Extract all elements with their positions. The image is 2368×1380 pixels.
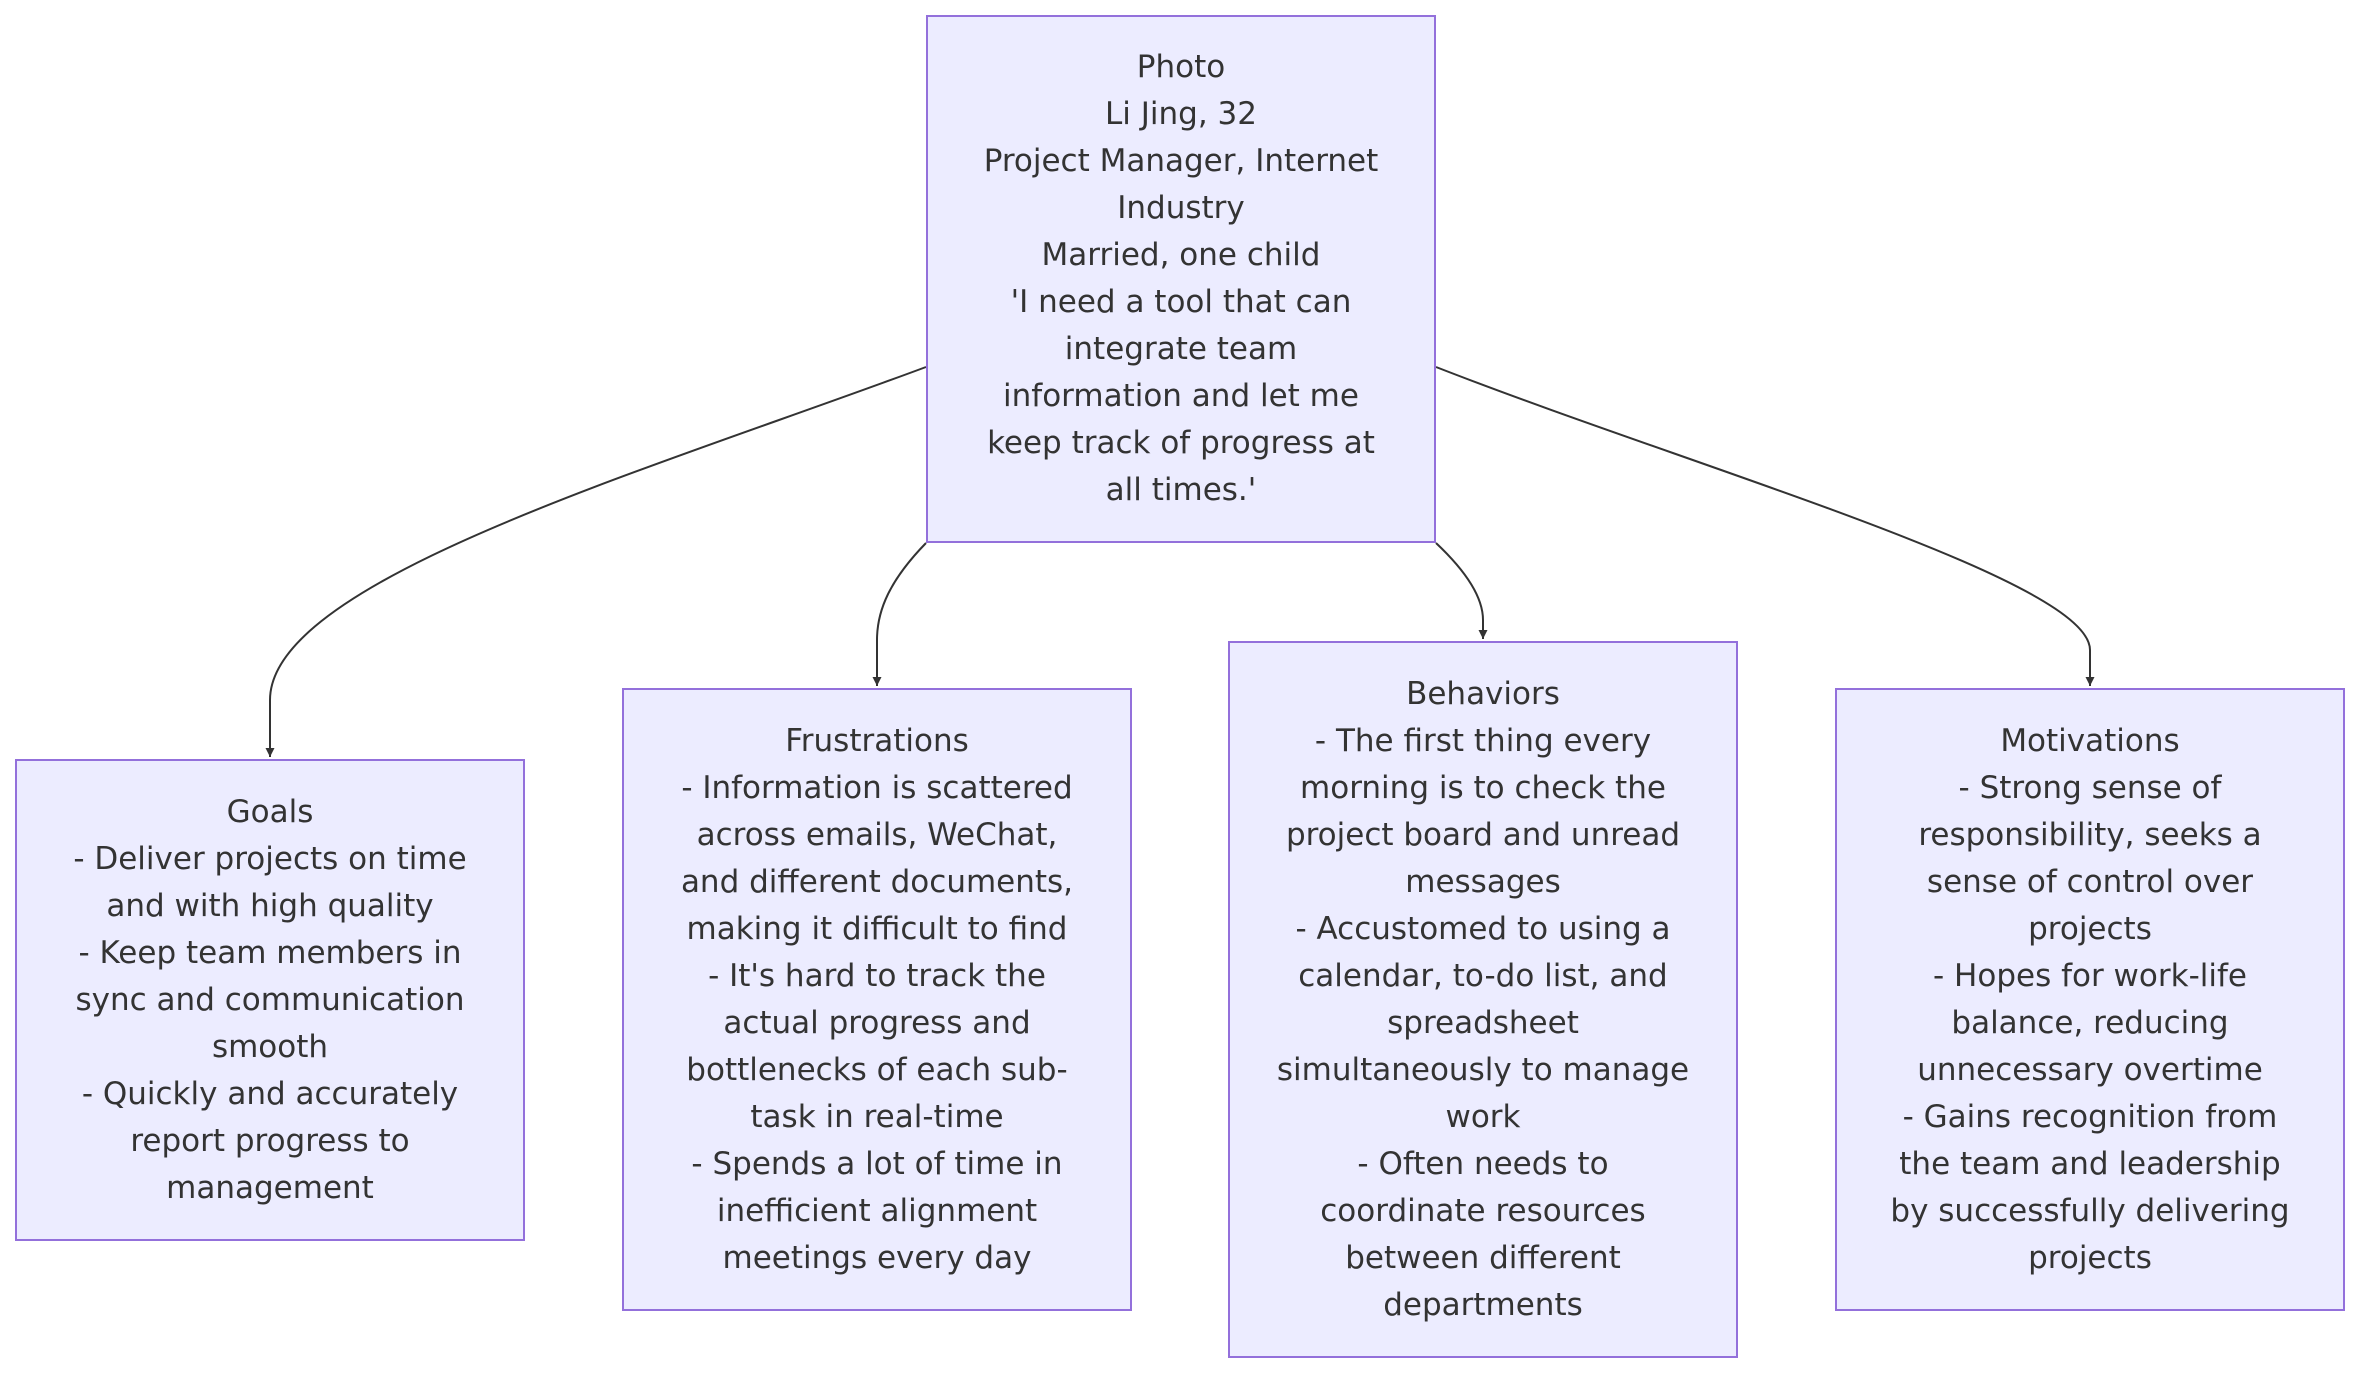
motivations-title: Motivations <box>2000 722 2180 759</box>
goals-node-text: Goals - Deliver projects on time and wit… <box>73 789 466 1212</box>
persona-quote-line: 'I need a tool that can <box>1010 284 1352 320</box>
goals-text-line: - Deliver projects on time <box>73 840 467 877</box>
goals-text-line: smooth <box>211 1028 329 1065</box>
persona-family-status: Married, one child <box>1041 237 1321 273</box>
edge-persona-to-frustrations <box>872 542 927 686</box>
motivations-node: Motivations - Strong sense of responsibi… <box>1835 688 2345 1311</box>
persona-node-text: Photo Li Jing, 32 Project Manager, Inter… <box>984 44 1379 514</box>
behaviors-text-line: calendar, to-do list, and <box>1298 957 1668 994</box>
behaviors-text-line: work <box>1445 1098 1521 1135</box>
motivations-text-line: projects <box>2028 910 2152 947</box>
motivations-text-line: sense of control over <box>1926 863 2254 900</box>
frustrations-text-line: and different documents, <box>680 863 1074 900</box>
goals-node: Goals - Deliver projects on time and wit… <box>15 759 525 1241</box>
frustrations-text-line: - Spends a lot of time in <box>691 1145 1063 1182</box>
persona-quote-line: all times.' <box>1105 472 1257 508</box>
frustrations-text-line: inefficient alignment <box>716 1192 1038 1229</box>
behaviors-node: Behaviors - The first thing every mornin… <box>1228 641 1738 1358</box>
frustrations-text-line: bottlenecks of each sub- <box>686 1051 1068 1088</box>
behaviors-text-line: - Often needs to <box>1357 1145 1609 1182</box>
frustrations-text-line: meetings every day <box>722 1239 1032 1276</box>
behaviors-text-line: departments <box>1383 1286 1583 1323</box>
behaviors-title: Behaviors <box>1406 675 1560 712</box>
frustrations-text-line: actual progress and <box>723 1004 1031 1041</box>
persona-quote-line: information and let me <box>1003 378 1359 414</box>
behaviors-text-line: between different <box>1345 1239 1621 1276</box>
frustrations-text-line: making it difficult to find <box>686 910 1068 947</box>
persona-quote-line: keep track of progress at <box>987 425 1375 461</box>
behaviors-text-line: morning is to check the <box>1300 769 1666 806</box>
frustrations-node-text: Frustrations - Information is scattered … <box>681 718 1073 1282</box>
frustrations-text-line: across emails, WeChat, <box>696 816 1058 853</box>
goals-text-line: and with high quality <box>106 887 434 924</box>
behaviors-text-line: coordinate resources <box>1320 1192 1646 1229</box>
persona-photo-label: Photo <box>1136 49 1226 85</box>
frustrations-node: Frustrations - Information is scattered … <box>622 688 1132 1311</box>
goals-text-line: sync and communication <box>75 981 465 1018</box>
behaviors-text-line: - Accustomed to using a <box>1295 910 1671 947</box>
edge-persona-to-motivations <box>1435 366 2095 686</box>
frustrations-text-line: task in real-time <box>750 1098 1004 1135</box>
motivations-text-line: - Gains recognition from <box>1902 1098 2278 1135</box>
persona-role-line: Project Manager, Internet <box>983 143 1379 179</box>
behaviors-node-text: Behaviors - The first thing every mornin… <box>1277 671 1689 1329</box>
motivations-node-text: Motivations - Strong sense of responsibi… <box>1890 718 2289 1282</box>
motivations-text-line: - Strong sense of <box>1958 769 2222 806</box>
goals-title: Goals <box>226 793 314 830</box>
persona-quote-line: integrate team <box>1064 331 1298 367</box>
behaviors-text-line: messages <box>1405 863 1561 900</box>
motivations-text-line: responsibility, seeks a <box>1918 816 2262 853</box>
edge-persona-to-behaviors <box>1435 542 1488 639</box>
motivations-text-line: by successfully delivering <box>1890 1192 2290 1229</box>
goals-text-line: - Quickly and accurately <box>81 1075 459 1112</box>
persona-role-line: Industry <box>1117 190 1245 226</box>
edge-persona-to-goals <box>265 366 927 757</box>
goals-text-line: management <box>166 1169 374 1206</box>
persona-node: Photo Li Jing, 32 Project Manager, Inter… <box>926 15 1436 543</box>
behaviors-text-line: simultaneously to manage <box>1276 1051 1690 1088</box>
frustrations-title: Frustrations <box>785 722 969 759</box>
behaviors-text-line: - The first thing every <box>1314 722 1652 759</box>
goals-text-line: report progress to <box>130 1122 410 1159</box>
motivations-text-line: balance, reducing <box>1951 1004 2229 1041</box>
persona-name-age: Li Jing, 32 <box>1105 96 1257 132</box>
motivations-text-line: - Hopes for work-life <box>1933 957 2247 994</box>
motivations-text-line: unnecessary overtime <box>1917 1051 2263 1088</box>
frustrations-text-line: - Information is scattered <box>681 769 1073 806</box>
frustrations-text-line: - It's hard to track the <box>708 957 1046 994</box>
motivations-text-line: projects <box>2028 1239 2152 1276</box>
behaviors-text-line: project board and unread <box>1285 816 1681 853</box>
behaviors-text-line: spreadsheet <box>1387 1004 1579 1041</box>
goals-text-line: - Keep team members in <box>78 934 462 971</box>
motivations-text-line: the team and leadership <box>1899 1145 2281 1182</box>
